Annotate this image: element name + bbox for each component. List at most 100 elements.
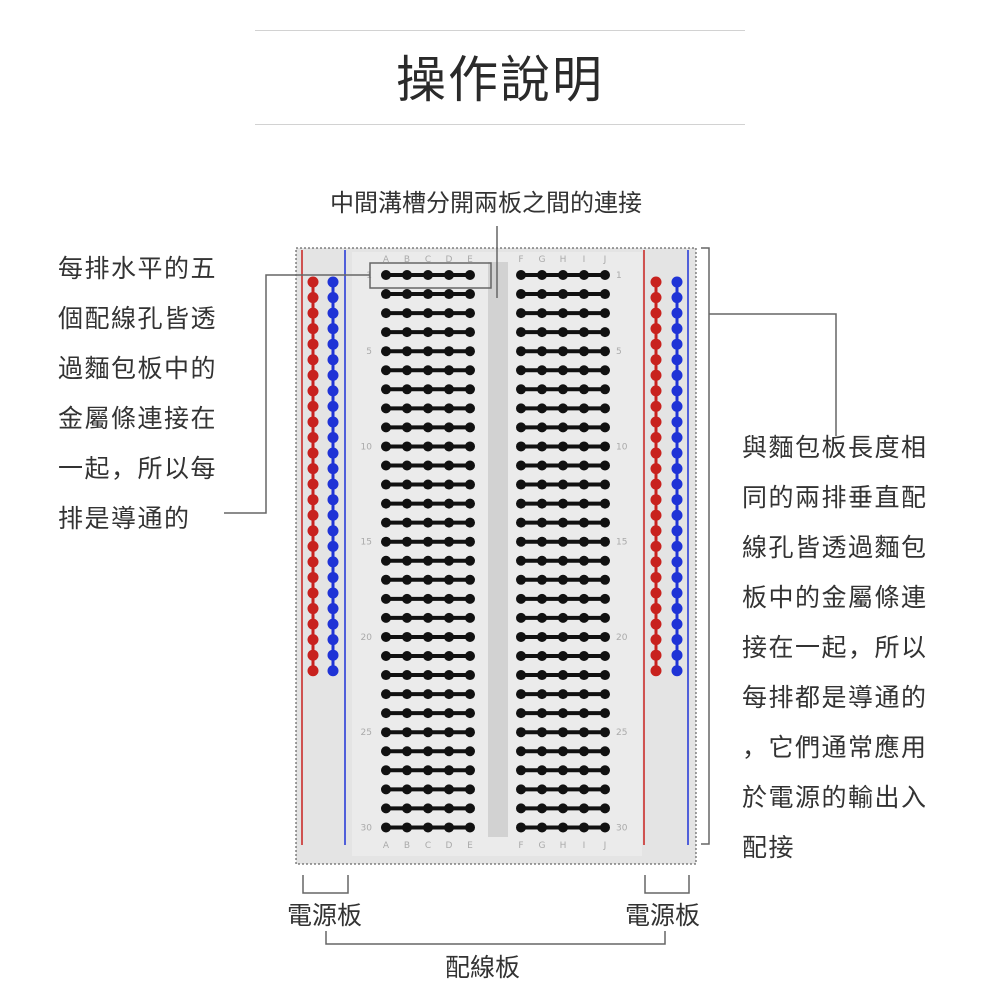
terminal-hole <box>423 555 433 566</box>
terminal-hole <box>381 384 391 395</box>
rail-hole <box>327 571 339 583</box>
column-letter: A <box>383 841 390 851</box>
terminal-hole <box>402 765 412 776</box>
terminal-hole <box>381 308 391 319</box>
rail-hole <box>307 416 319 428</box>
terminal-hole <box>579 327 589 338</box>
terminal-hole <box>558 365 568 376</box>
column-letter: H <box>560 841 567 851</box>
caption-line: 每排水平的五 <box>58 254 218 283</box>
terminal-hole <box>465 822 475 833</box>
column-letter: H <box>560 255 567 265</box>
rail-hole <box>671 292 683 304</box>
rail-hole <box>671 369 683 381</box>
terminal-hole <box>516 651 526 661</box>
terminal-hole <box>423 289 433 300</box>
terminal-hole <box>600 593 610 604</box>
rail-hole <box>327 432 339 443</box>
rail-hole <box>327 276 339 288</box>
terminal-hole <box>516 765 526 776</box>
terminal-hole <box>600 517 610 528</box>
terminal-hole <box>444 346 454 357</box>
terminal-hole <box>402 441 412 452</box>
terminal-hole <box>516 593 526 604</box>
rail-hole <box>650 665 662 677</box>
terminal-hole <box>537 765 547 776</box>
rail-hole <box>327 354 339 366</box>
left-power-rail-label: 電源板 <box>287 901 363 930</box>
terminal-hole <box>600 727 610 738</box>
rail-hole <box>327 587 339 599</box>
terminal-hole <box>516 631 526 642</box>
rail-hole <box>650 447 662 459</box>
terminal-hole <box>516 822 526 833</box>
terminal-hole <box>600 670 610 681</box>
terminal-hole <box>423 403 433 414</box>
rail-hole <box>650 369 662 381</box>
terminal-hole <box>558 498 568 509</box>
column-letter: G <box>539 841 546 851</box>
terminal-hole <box>423 765 433 776</box>
rail-hole <box>671 618 683 630</box>
terminal-hole <box>402 479 412 490</box>
terminal-hole <box>444 498 454 509</box>
terminal-hole <box>600 327 610 338</box>
terminal-hole <box>423 346 433 357</box>
rail-hole <box>327 385 339 397</box>
terminal-hole <box>423 460 433 471</box>
terminal-hole <box>402 536 412 547</box>
terminal-hole <box>558 593 568 604</box>
terminal-hole <box>444 689 454 700</box>
rail-hole <box>650 307 662 319</box>
terminal-hole <box>444 517 454 528</box>
terminal-hole <box>516 327 526 338</box>
row-number: 20 <box>361 633 373 643</box>
terminal-hole <box>402 612 412 623</box>
terminal-hole <box>381 746 391 757</box>
terminal-hole <box>537 631 547 642</box>
terminal-hole <box>444 593 454 604</box>
terminal-hole <box>381 803 391 814</box>
terminal-hole <box>402 289 412 300</box>
row-number: 30 <box>616 823 628 833</box>
rail-hole <box>650 618 662 630</box>
terminal-hole <box>579 689 589 700</box>
terminal-hole <box>537 460 547 471</box>
terminal-hole <box>600 574 610 585</box>
rail-hole <box>671 323 683 335</box>
rail-hole <box>671 571 683 583</box>
terminal-hole <box>516 612 526 623</box>
terminal-hole <box>558 346 568 357</box>
column-letter: I <box>583 255 586 265</box>
terminal-hole <box>537 689 547 700</box>
terminal-hole <box>516 403 526 414</box>
terminal-hole <box>402 270 412 280</box>
terminal-hole <box>558 441 568 452</box>
rail-hole <box>307 509 319 521</box>
column-letter: F <box>518 841 523 851</box>
terminal-hole <box>423 441 433 452</box>
terminal-hole <box>423 746 433 757</box>
rail-hole <box>307 292 319 304</box>
terminal-hole <box>537 574 547 585</box>
terminal-hole <box>558 574 568 585</box>
terminal-hole <box>381 270 391 280</box>
terminal-hole <box>402 727 412 738</box>
caption-line: 一起，所以每 <box>58 454 218 483</box>
terminal-hole <box>465 803 475 814</box>
terminal-hole <box>402 670 412 681</box>
terminal-hole <box>558 327 568 338</box>
terminal-hole <box>423 803 433 814</box>
terminal-hole <box>381 346 391 357</box>
terminal-hole <box>402 574 412 585</box>
rail-hole <box>307 603 319 615</box>
terminal-hole <box>423 784 433 795</box>
terminal-hole <box>381 536 391 547</box>
terminal-strip-caption: 每排水平的五 個配線孔皆透 過麵包板中的 金屬條連接在 一起，所以每 排是導通的 <box>58 244 217 544</box>
caption-line: ，它們通常應用 <box>742 733 928 762</box>
terminal-hole <box>444 365 454 376</box>
terminal-hole <box>465 422 475 433</box>
row-number: 15 <box>616 538 627 548</box>
rail-hole <box>650 478 662 490</box>
left-power-bracket <box>302 875 349 894</box>
